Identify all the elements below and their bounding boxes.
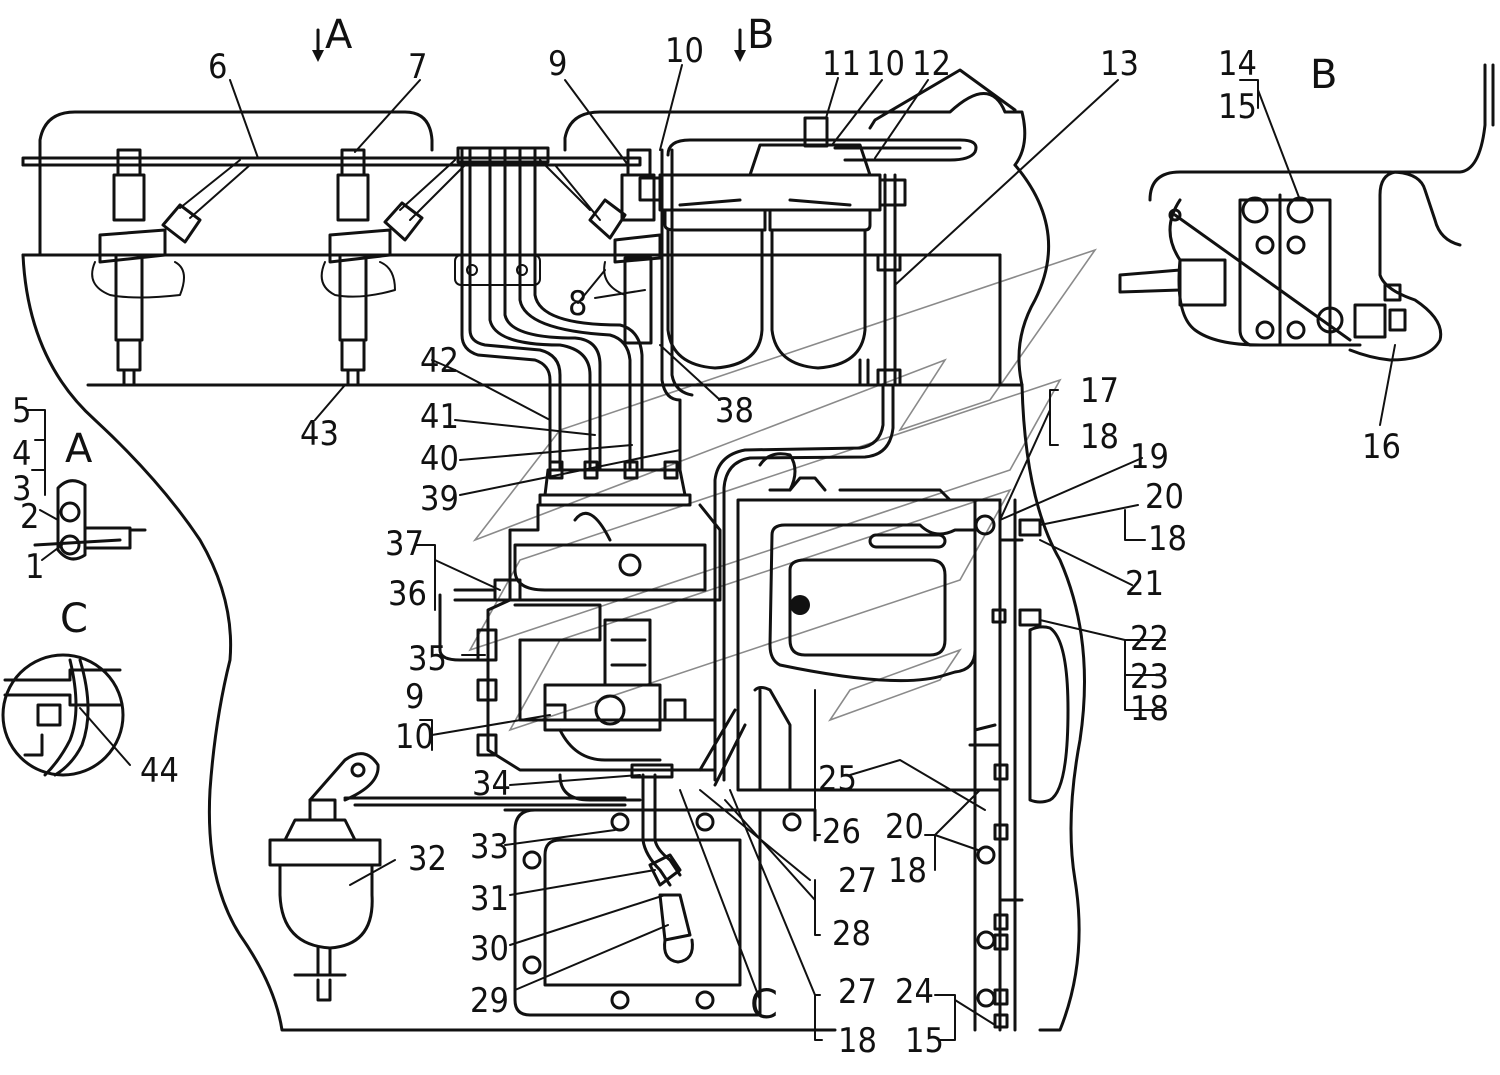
callout-34: 34 [472,764,511,804]
callout-38: 38 [715,391,754,431]
callout-17: 17 [1080,371,1119,411]
callout-10-pump: 10 [395,717,434,757]
callout-18-a: 18 [1080,417,1119,457]
detail-view-c [1,653,125,777]
callout-9-pump: 9 [405,677,424,717]
fuel-filter-fine [658,68,1017,387]
injector-3 [588,148,662,345]
view-b-title: B [1310,52,1337,98]
callout-12: 12 [912,44,951,84]
view-arrow-b: B [747,12,774,58]
view-c-title: C [60,596,88,642]
callout-6: 6 [208,47,227,87]
callout-15-top: 15 [1218,87,1257,127]
injectors [98,148,662,387]
callout-32: 32 [408,839,447,879]
callout-27-b: 27 [838,972,877,1012]
callout-33: 33 [470,827,509,867]
view-letters: A B A B C C [60,12,1337,1028]
injection-pump [438,460,722,802]
callout-23: 23 [1130,657,1169,697]
callout-40: 40 [420,439,459,479]
callout-26: 26 [822,812,861,852]
callout-28: 28 [832,914,871,954]
callout-27-a: 27 [838,861,877,901]
detail-view-b [1118,63,1495,362]
callout-19: 19 [1130,437,1169,477]
callout-36: 36 [388,574,427,614]
callout-42: 42 [420,341,459,381]
callout-22: 22 [1130,619,1169,659]
callout-18-c: 18 [1130,689,1169,729]
callout-2: 2 [20,497,39,537]
drain-tube [630,763,694,964]
callout-10-top: 10 [665,31,704,71]
callout-41: 41 [420,397,459,437]
callout-1: 1 [25,547,44,587]
callout-39: 39 [420,479,459,519]
callout-16: 16 [1362,427,1401,467]
injector-1 [98,148,202,387]
high-pressure-lines [21,146,694,472]
callout-30: 30 [470,929,509,969]
callout-11: 11 [822,44,861,84]
leader-lines [27,64,1396,1041]
callout-21: 21 [1125,564,1164,604]
timing-cover [698,452,1070,1032]
callout-3: 3 [12,469,31,509]
section-c-mark: C [750,982,778,1028]
callout-43: 43 [300,414,339,454]
callout-18-e: 18 [838,1021,877,1061]
view-a-title: A [65,426,93,472]
callout-31: 31 [470,879,509,919]
view-arrows [312,28,746,62]
callout-14: 14 [1218,44,1257,84]
callout-29: 29 [470,981,509,1021]
callout-18-b: 18 [1148,519,1187,559]
callout-44: 44 [140,751,179,791]
callout-8: 8 [568,284,587,324]
callout-20-b: 20 [885,807,924,847]
callout-labels: 6 7 9 10 11 10 12 13 14 15 8 42 41 40 39… [12,31,1401,1061]
callout-9-top: 9 [548,44,567,84]
callout-5: 5 [12,391,31,431]
fuel-return-line [713,383,895,782]
engine-block [21,92,1086,1032]
injector-2 [328,148,424,387]
callout-35: 35 [408,639,447,679]
callout-20-a: 20 [1145,477,1184,517]
fuel-filter-coarse [268,752,627,1002]
callout-37: 37 [385,524,424,564]
callout-7: 7 [408,47,427,87]
callout-25: 25 [818,759,857,799]
detail-view-a [33,479,147,561]
callout-13: 13 [1100,44,1139,84]
callout-10-filter: 10 [866,44,905,84]
callout-24: 24 [895,972,934,1012]
callout-18-d: 18 [888,851,927,891]
callout-15-bottom: 15 [905,1021,944,1061]
view-arrow-a: A [325,12,353,58]
callout-4: 4 [12,434,31,474]
